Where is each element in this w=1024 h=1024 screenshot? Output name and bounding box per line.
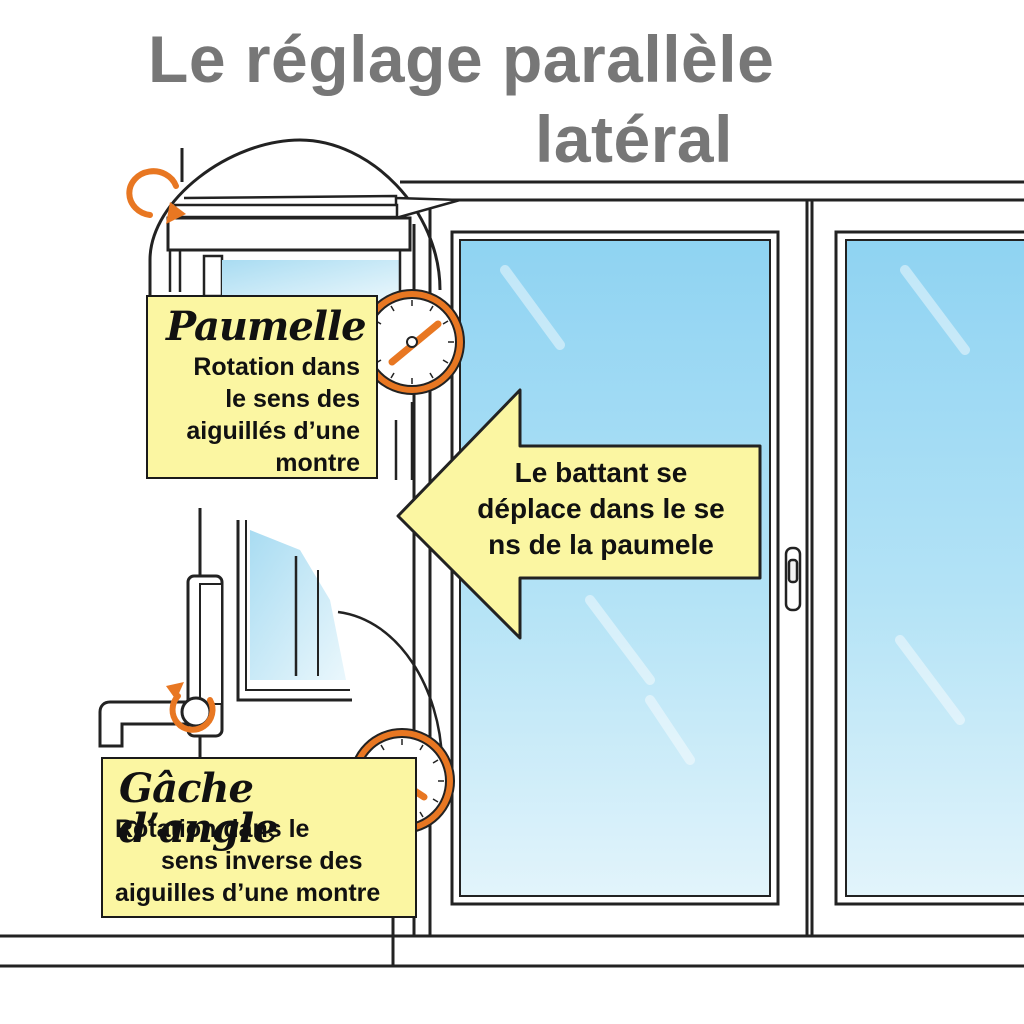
door-handle-icon bbox=[98, 696, 212, 748]
gache-note: Gâche d’angle Rotation dans le sens inve… bbox=[101, 757, 417, 918]
strike-detail bbox=[186, 508, 444, 761]
paumelle-text-line: Rotation dans bbox=[193, 353, 360, 381]
paumelle-text-line: montre bbox=[275, 449, 360, 477]
direction-arrow bbox=[396, 388, 762, 640]
paumelle-text: Rotation dans le sens des aiguillés d’un… bbox=[186, 351, 360, 479]
arrow-caption-line: déplace dans le se bbox=[477, 493, 725, 524]
paumelle-text-line: le sens des bbox=[225, 385, 360, 413]
right-sash bbox=[834, 230, 1024, 906]
gache-text-line: aiguilles d’une montre bbox=[115, 879, 381, 907]
clock-dial-icon bbox=[359, 289, 465, 395]
arrow-caption: Le battant se déplace dans le se ns de l… bbox=[448, 455, 754, 563]
clockwise-arrow-icon bbox=[126, 168, 186, 224]
gache-text-line: sens inverse des bbox=[161, 847, 363, 875]
gache-heading: Gâche d’angle bbox=[119, 765, 279, 852]
paumelle-note: Paumelle Rotation dans le sens des aigui… bbox=[146, 295, 378, 479]
arrow-caption-line: Le battant se bbox=[514, 457, 688, 488]
gache-text: Rotation dans le sens inverse des aiguil… bbox=[115, 813, 380, 909]
page-title-line2: latéral bbox=[535, 102, 733, 176]
floor-sill bbox=[0, 918, 1024, 968]
sash-handle bbox=[784, 546, 802, 612]
counterclockwise-arrow-icon bbox=[166, 682, 216, 733]
paumelle-text-line: aiguillés d’une bbox=[186, 417, 360, 445]
page-title: Le réglage parallèle bbox=[148, 22, 775, 96]
hinge-detail bbox=[148, 138, 461, 480]
paumelle-heading: Paumelle bbox=[166, 303, 367, 350]
gache-text-line: Rotation dans le bbox=[115, 815, 310, 843]
arrow-caption-line: ns de la paumele bbox=[488, 529, 714, 560]
